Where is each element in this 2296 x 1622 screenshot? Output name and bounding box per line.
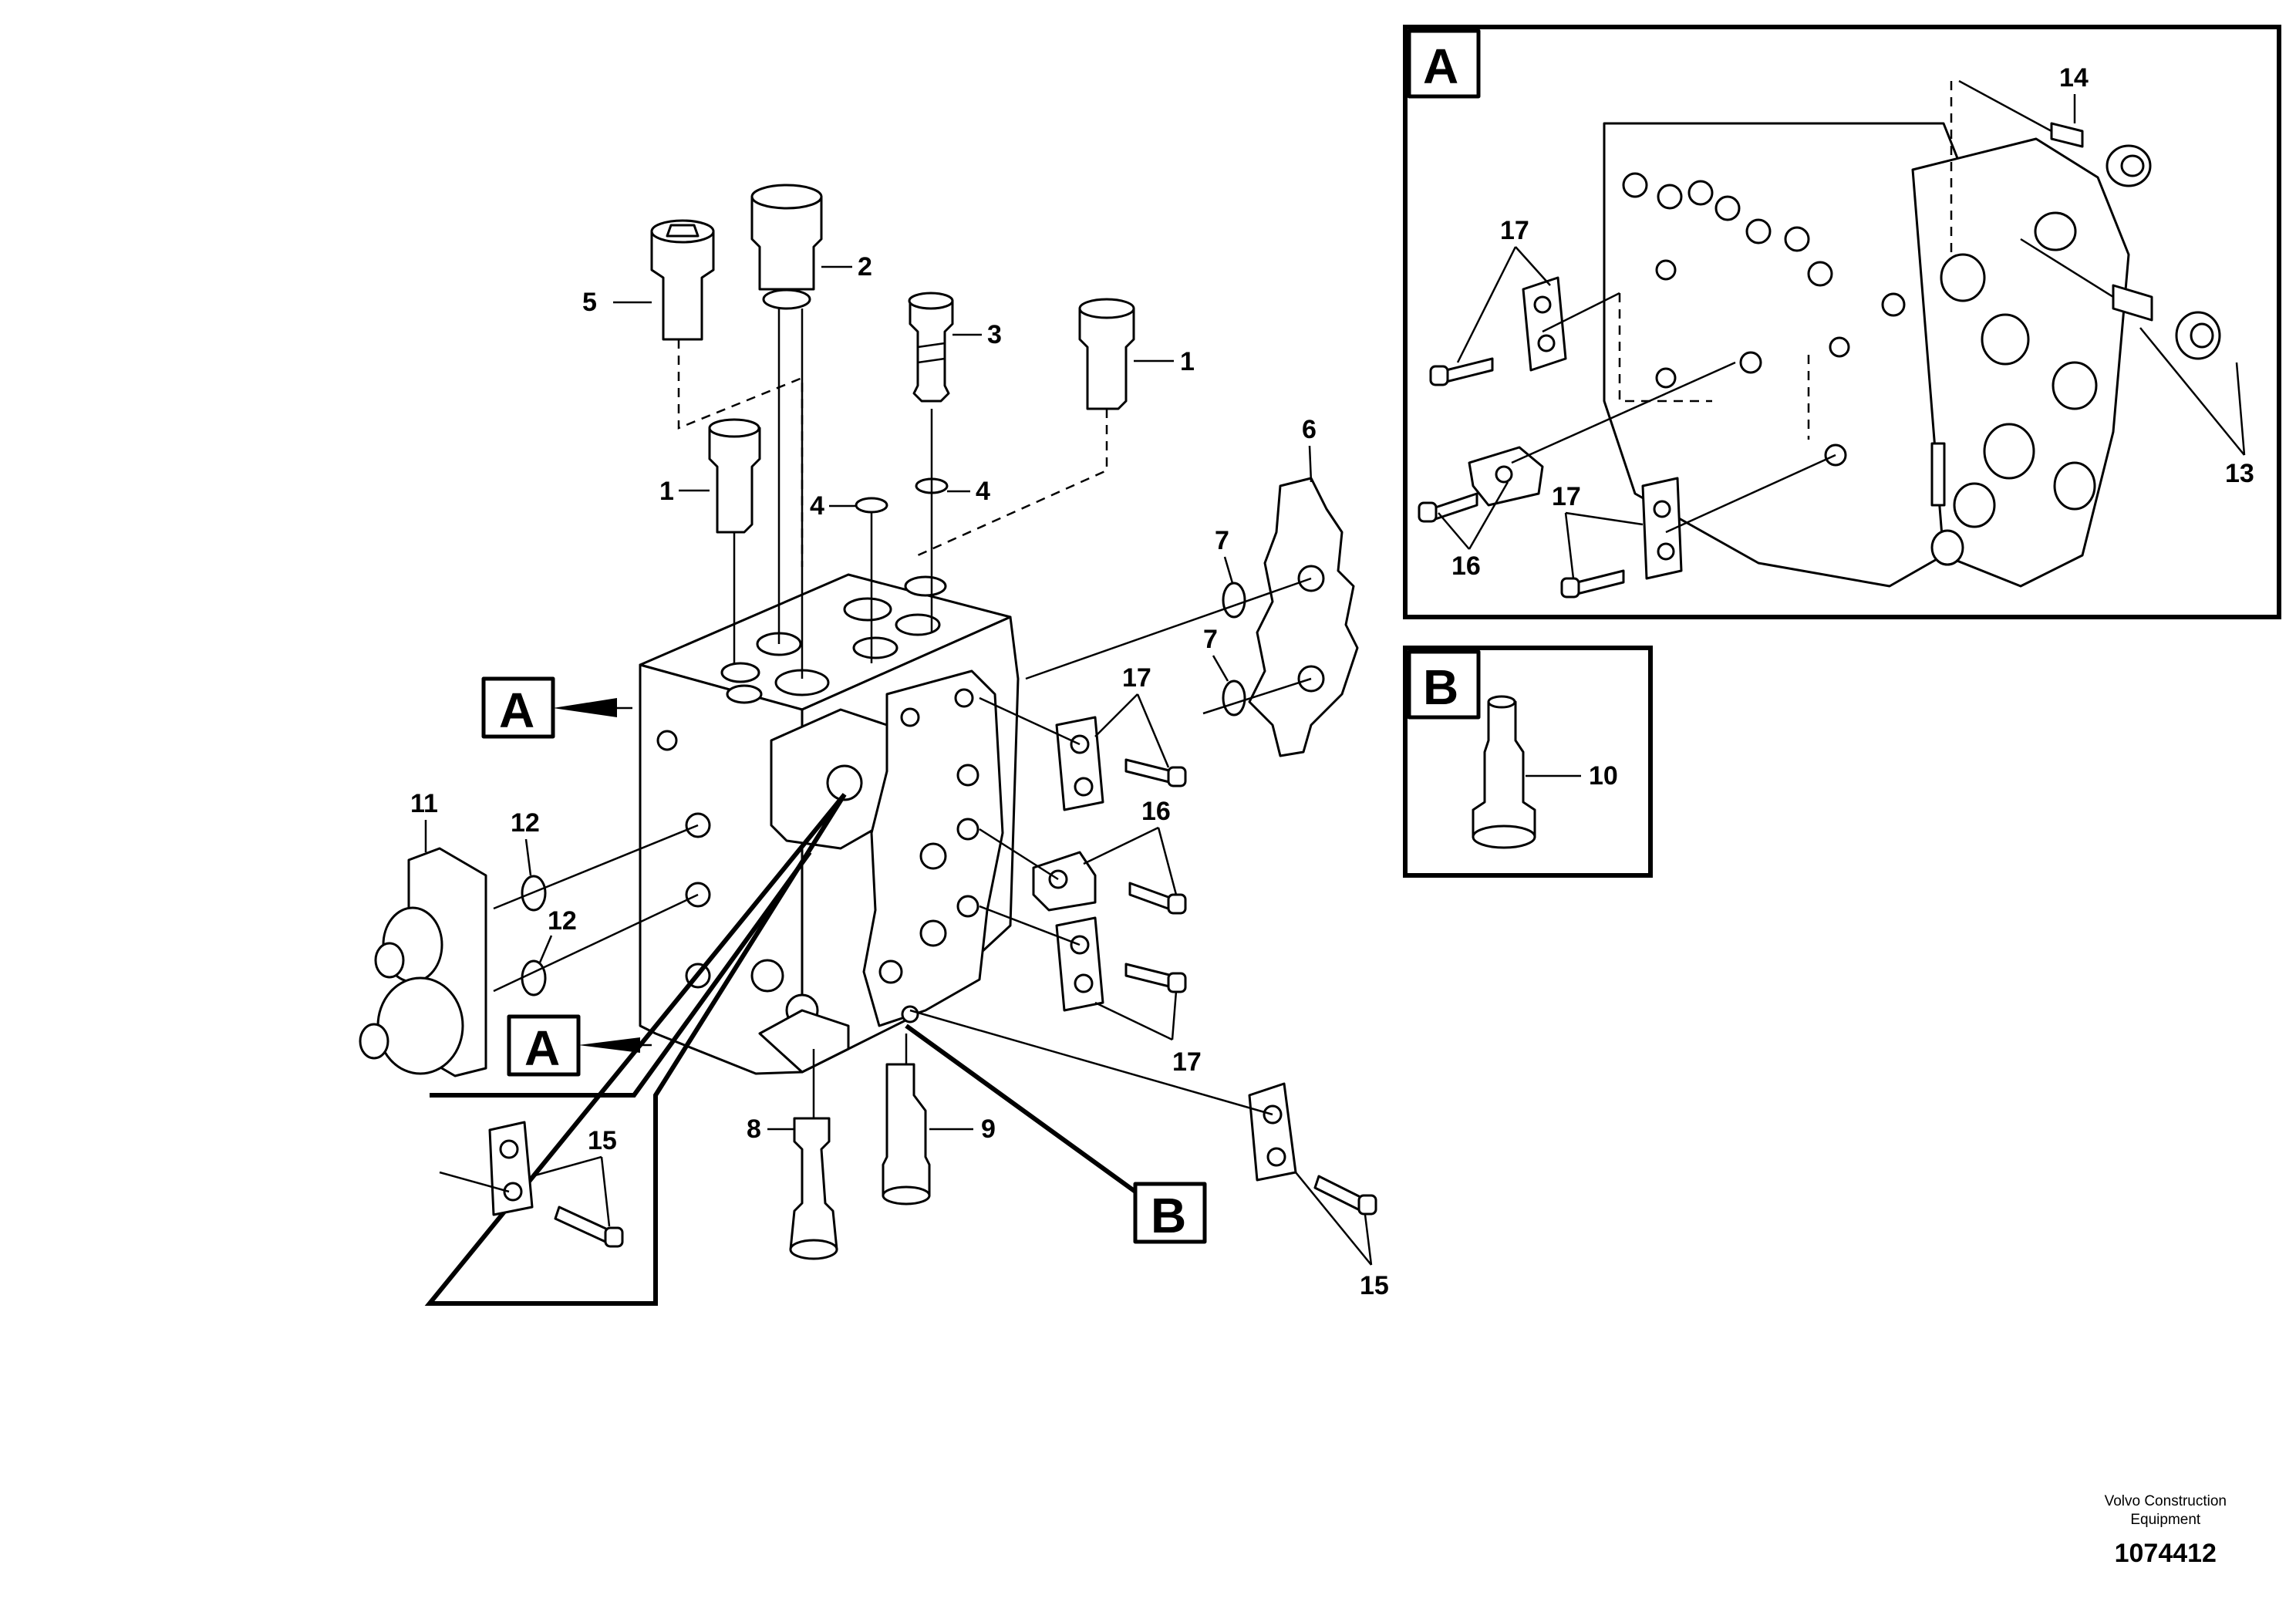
callout-5: 5 bbox=[582, 288, 652, 317]
brand-line-2: Equipment bbox=[2130, 1512, 2201, 1528]
part-9-plug bbox=[882, 1063, 931, 1206]
svg-text:1: 1 bbox=[1180, 347, 1195, 376]
svg-text:A: A bbox=[524, 1020, 560, 1076]
callout-15-main: 15 bbox=[1295, 1172, 1389, 1300]
callout-3: 3 bbox=[952, 320, 1002, 349]
part-10-valve bbox=[1472, 695, 1536, 849]
svg-text:5: 5 bbox=[582, 288, 597, 317]
svg-text:12: 12 bbox=[511, 808, 540, 838]
callout-4-left: 4 bbox=[810, 491, 856, 521]
view-ref-a-bottom: A bbox=[507, 1014, 652, 1077]
part-17-flange-half-detail-lower bbox=[1641, 477, 1683, 580]
part-8-valve bbox=[789, 1117, 838, 1260]
svg-text:3: 3 bbox=[987, 320, 1002, 349]
svg-text:2: 2 bbox=[858, 252, 872, 282]
svg-text:A: A bbox=[1423, 39, 1458, 94]
document-number: 1074412 bbox=[2114, 1539, 2217, 1568]
part-2-plug bbox=[750, 184, 823, 310]
title-block: Volvo Construction Equipment 1074412 bbox=[2105, 1492, 2227, 1569]
detail-view-b: B 10 bbox=[1403, 646, 1653, 878]
svg-text:11: 11 bbox=[410, 789, 438, 818]
callout-2: 2 bbox=[821, 252, 872, 282]
part-17-flange-half-upper bbox=[1055, 716, 1104, 811]
callout-10: 10 bbox=[1589, 761, 1618, 791]
svg-text:1: 1 bbox=[659, 477, 674, 506]
part-15-screw bbox=[1313, 1175, 1377, 1216]
callout-17-upper: 17 bbox=[1094, 663, 1170, 768]
callout-14: 14 bbox=[2059, 63, 2089, 93]
part-16-flange-half-detail bbox=[1468, 446, 1544, 507]
part-11-actuator bbox=[359, 847, 487, 1077]
part-17-screw-upper bbox=[1124, 758, 1187, 787]
svg-text:B: B bbox=[1423, 659, 1458, 715]
callout-7-upper: 7 bbox=[1215, 526, 1234, 584]
callout-13: 13 bbox=[2225, 459, 2254, 488]
part-6-gasket bbox=[1248, 477, 1359, 757]
svg-text:B: B bbox=[1151, 1188, 1186, 1243]
part-17-screw-detail-upper bbox=[1445, 357, 1494, 383]
part-17-flange-half-lower bbox=[1055, 916, 1104, 1012]
callout-7-lower: 7 bbox=[1203, 625, 1229, 682]
part-12-o-ring-lower bbox=[521, 959, 547, 996]
svg-text:7: 7 bbox=[1203, 625, 1218, 654]
part-16-screw bbox=[1128, 882, 1187, 915]
svg-text:4: 4 bbox=[810, 491, 824, 521]
part-1-relief-valve-right bbox=[1078, 298, 1135, 410]
svg-text:17: 17 bbox=[1172, 1047, 1202, 1077]
callout-6: 6 bbox=[1302, 415, 1317, 483]
svg-text:7: 7 bbox=[1215, 526, 1229, 555]
svg-text:17: 17 bbox=[1122, 663, 1151, 693]
detail-view-a: A 14 bbox=[1403, 25, 2281, 619]
callout-15-detail: 15 bbox=[588, 1126, 617, 1155]
callout-12-upper: 12 bbox=[511, 808, 540, 876]
control-valve-block bbox=[639, 573, 1020, 1075]
callout-16-main: 16 bbox=[1083, 797, 1178, 895]
part-1-relief-valve-left bbox=[708, 418, 761, 534]
callout-16-detail: 16 bbox=[1451, 551, 1481, 581]
svg-text:8: 8 bbox=[747, 1114, 761, 1144]
svg-text:4: 4 bbox=[976, 477, 990, 506]
callout-1-right: 1 bbox=[1134, 347, 1195, 376]
svg-text:15: 15 bbox=[1360, 1271, 1389, 1300]
callout-11: 11 bbox=[410, 789, 438, 852]
view-ref-a-top: A bbox=[481, 676, 632, 739]
part-13-plug bbox=[2112, 284, 2221, 360]
part-17-screw-detail-lower bbox=[1576, 569, 1625, 595]
detail-frame-bottom-left: 15 bbox=[424, 793, 847, 1306]
callout-4-right: 4 bbox=[947, 477, 990, 506]
svg-text:A: A bbox=[499, 683, 534, 738]
callout-12-lower: 12 bbox=[538, 906, 577, 963]
callout-17-detail-upper: 17 bbox=[1500, 216, 1529, 245]
view-ref-b: B bbox=[905, 1023, 1207, 1244]
svg-text:9: 9 bbox=[981, 1114, 996, 1144]
part-15-flange-half bbox=[1248, 1082, 1297, 1182]
part-16-screw-detail bbox=[1429, 492, 1478, 522]
callout-17-lower: 17 bbox=[1094, 990, 1202, 1077]
svg-text:6: 6 bbox=[1302, 415, 1317, 444]
part-7-o-ring-upper bbox=[1222, 582, 1246, 619]
brand-line-1: Volvo Construction bbox=[2104, 1493, 2227, 1509]
part-16-flange-half bbox=[1032, 851, 1097, 912]
part-14-plug bbox=[2050, 122, 2152, 187]
callout-1-left: 1 bbox=[659, 477, 710, 506]
part-5-plug bbox=[650, 219, 715, 341]
part-7-o-ring-lower bbox=[1222, 679, 1246, 717]
svg-text:16: 16 bbox=[1141, 797, 1171, 826]
part-3-valve bbox=[908, 292, 954, 403]
callout-8: 8 bbox=[747, 1114, 794, 1144]
part-17-screw-lower bbox=[1124, 963, 1187, 993]
svg-text:12: 12 bbox=[548, 906, 577, 936]
callout-17-detail-lower: 17 bbox=[1552, 482, 1581, 511]
part-4-o-ring-left bbox=[855, 497, 888, 514]
callout-9: 9 bbox=[929, 1114, 996, 1144]
